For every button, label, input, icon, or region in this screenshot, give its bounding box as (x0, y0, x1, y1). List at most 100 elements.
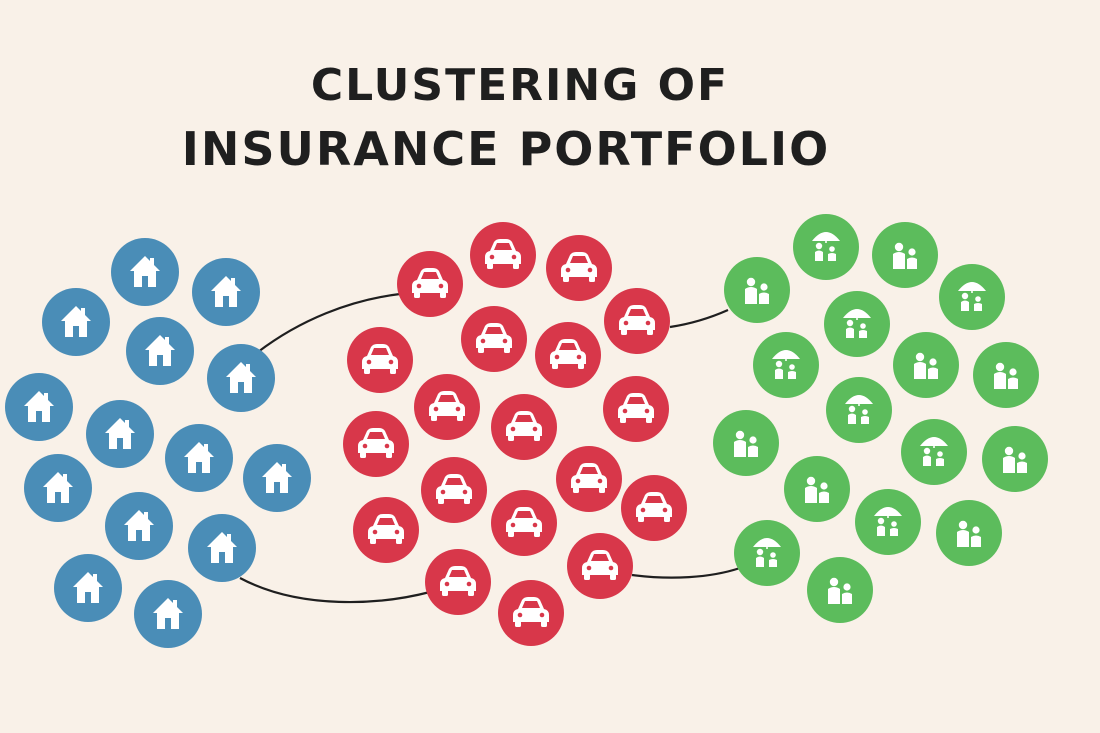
life-policy-node (982, 426, 1048, 492)
car-icon (619, 305, 655, 335)
auto-policy-node (414, 374, 480, 440)
node-circle (793, 214, 859, 280)
family-icon (734, 430, 758, 457)
car-icon (513, 597, 549, 627)
life-policy-node (855, 489, 921, 555)
auto-policy-node (397, 251, 463, 317)
connector-home-auto-top (257, 292, 401, 353)
life-policy-node (872, 222, 938, 288)
house-icon (124, 510, 154, 541)
house-icon (24, 391, 54, 422)
node-circle (734, 520, 800, 586)
life-policy-node (713, 410, 779, 476)
family-icon (957, 520, 981, 547)
house-icon (130, 256, 160, 287)
family-umbrella-icon (920, 437, 948, 466)
auto-policy-node (556, 446, 622, 512)
life-policy-node (939, 264, 1005, 330)
home-policy-node (134, 580, 202, 648)
house-icon (226, 362, 256, 393)
family-umbrella-icon (874, 507, 902, 536)
house-icon (153, 598, 183, 629)
home-policy-node (5, 373, 73, 441)
family-icon (1003, 446, 1027, 473)
car-icon (358, 428, 394, 458)
auto-policy-node (567, 533, 633, 599)
auto-policy-node (353, 497, 419, 563)
family-umbrella-icon (845, 395, 873, 424)
life-policy-node (936, 500, 1002, 566)
car-icon (476, 323, 512, 353)
title-line-2: INSURANCE PORTFOLIO (181, 122, 831, 176)
family-icon (805, 476, 829, 503)
family-icon (994, 362, 1018, 389)
auto-insurance-cluster (343, 222, 687, 646)
car-icon (618, 393, 654, 423)
house-icon (145, 335, 175, 366)
home-policy-node (24, 454, 92, 522)
life-policy-node (734, 520, 800, 586)
home-policy-node (207, 344, 275, 412)
car-icon (636, 492, 672, 522)
car-icon (561, 252, 597, 282)
home-policy-node (188, 514, 256, 582)
connector-auto-life-bottom (631, 566, 741, 579)
auto-policy-node (421, 457, 487, 523)
car-icon (485, 239, 521, 269)
node-circle (824, 291, 890, 357)
title-line-1: CLUSTERING OF (310, 60, 730, 111)
car-icon (362, 344, 398, 374)
house-icon (43, 472, 73, 503)
house-icon (105, 418, 135, 449)
node-circle (753, 332, 819, 398)
auto-policy-node (535, 322, 601, 388)
car-icon (436, 474, 472, 504)
car-icon (506, 507, 542, 537)
life-policy-node (784, 456, 850, 522)
connector-home-auto-bottom (239, 577, 431, 604)
life-policy-node (807, 557, 873, 623)
family-icon (914, 352, 938, 379)
life-policy-node (824, 291, 890, 357)
node-circle (855, 489, 921, 555)
car-icon (506, 411, 542, 441)
cluster-connectors (239, 292, 741, 604)
home-policy-node (192, 258, 260, 326)
home-policy-node (42, 288, 110, 356)
family-umbrella-icon (772, 350, 800, 379)
auto-policy-node (491, 394, 557, 460)
auto-policy-node (425, 549, 491, 615)
auto-policy-node (621, 475, 687, 541)
auto-policy-node (461, 306, 527, 372)
home-insurance-cluster (5, 238, 311, 648)
house-icon (262, 462, 292, 493)
node-circle (901, 419, 967, 485)
home-policy-node (111, 238, 179, 306)
life-insurance-cluster (713, 214, 1048, 623)
life-policy-node (826, 377, 892, 443)
home-policy-node (243, 444, 311, 512)
home-policy-node (165, 424, 233, 492)
home-policy-node (105, 492, 173, 560)
auto-policy-node (343, 411, 409, 477)
house-icon (207, 532, 237, 563)
home-policy-node (86, 400, 154, 468)
auto-policy-node (603, 376, 669, 442)
node-circle (826, 377, 892, 443)
auto-policy-node (546, 235, 612, 301)
auto-policy-node (491, 490, 557, 556)
life-policy-node (753, 332, 819, 398)
node-circle (939, 264, 1005, 330)
family-umbrella-icon (812, 232, 840, 261)
car-icon (429, 391, 465, 421)
connector-auto-life-top (669, 308, 729, 329)
house-icon (184, 442, 214, 473)
life-policy-node (901, 419, 967, 485)
life-policy-node (893, 332, 959, 398)
car-icon (582, 550, 618, 580)
home-policy-node (54, 554, 122, 622)
car-icon (550, 339, 586, 369)
car-icon (412, 268, 448, 298)
house-icon (61, 306, 91, 337)
family-umbrella-icon (843, 309, 871, 338)
